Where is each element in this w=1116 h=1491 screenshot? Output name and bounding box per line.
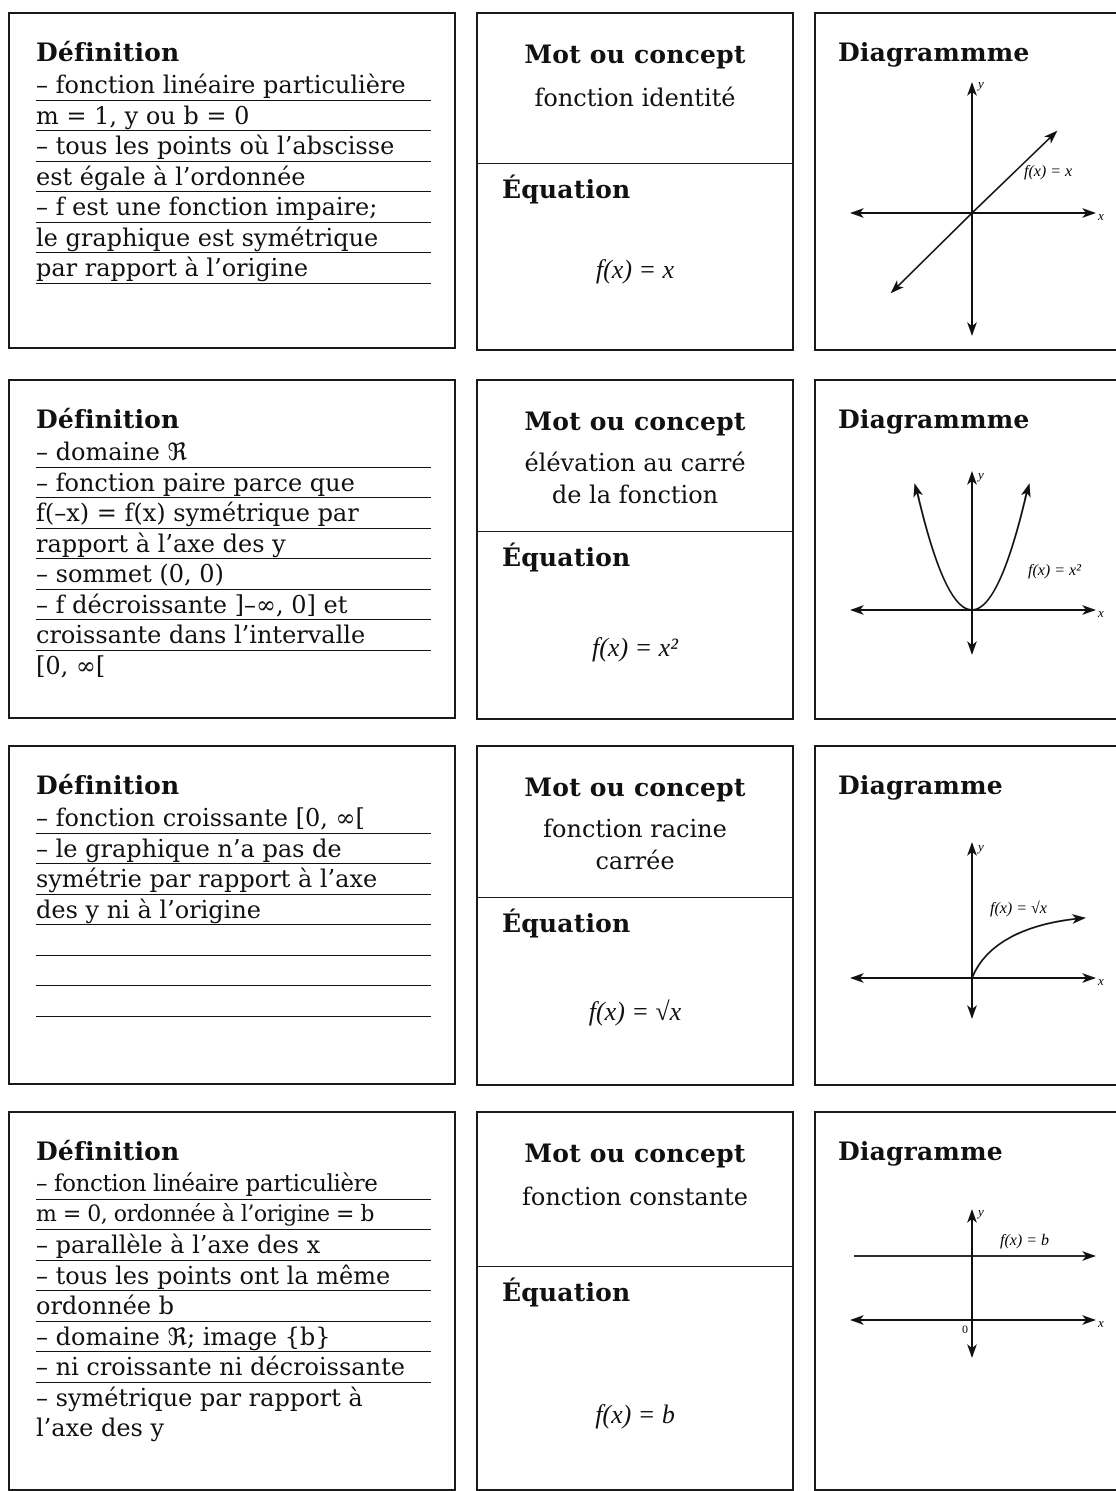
- concept-heading: Mot ou concept: [524, 773, 746, 802]
- diagram-card-4: Diagramme f(x) = b x y 0: [814, 1111, 1116, 1491]
- definition-line: le graphique est symétrique: [36, 223, 431, 253]
- definition-line: – tous les points ont la même: [36, 1261, 431, 1291]
- definition-card-1: Définition – fonction linéaire particuli…: [8, 12, 456, 349]
- definition-line: – le graphique n’a pas de: [36, 834, 431, 864]
- equation-text: f(x) = b: [595, 1400, 675, 1429]
- graph-function-label: f(x) = √x: [990, 900, 1047, 917]
- concept-section: Mot ou concept fonction constante: [478, 1113, 792, 1267]
- definition-line: des y ni à l’origine: [36, 895, 431, 925]
- concept-heading: Mot ou concept: [524, 407, 746, 436]
- y-axis-label: y: [976, 76, 984, 91]
- graph-curve: [890, 212, 973, 294]
- concept-card-3: Mot ou concept fonction racine carrée Éq…: [476, 745, 794, 1086]
- definition-line: – fonction linéaire particulière: [36, 1169, 431, 1200]
- definition-line: – symétrique par rapport à: [36, 1383, 363, 1412]
- y-axis-label: y: [976, 839, 984, 854]
- x-axis-label: x: [1097, 605, 1104, 620]
- equation-heading: Équation: [502, 1278, 631, 1307]
- definition-heading: Définition: [36, 38, 180, 67]
- concept-term: fonction identité: [534, 84, 736, 112]
- definition-line: m = 1, y ou b = 0: [36, 101, 431, 131]
- definition-line: – domaine ℜ; image {b}: [36, 1322, 431, 1352]
- curve-arrow-left: [913, 483, 924, 500]
- equation-section: Équation f(x) = x: [478, 163, 792, 349]
- diagram-heading: Diagrammme: [838, 405, 1030, 434]
- definition-line: – sommet (0, 0): [36, 559, 431, 590]
- definition-line: – f décroissante ]–∞, 0] et: [36, 590, 431, 620]
- definition-heading: Définition: [36, 1137, 180, 1166]
- diagram-card-1: Diagrammme f(x) = x x y: [814, 12, 1116, 351]
- diagram-heading: Diagramme: [838, 771, 1003, 800]
- equation-text: f(x) = x²: [592, 633, 678, 662]
- equation-section: Équation f(x) = √x: [478, 897, 792, 1084]
- definition-line: l’axe des y: [36, 1414, 165, 1442]
- definition-line: croissante dans l’intervalle: [36, 620, 431, 651]
- y-axis-label: y: [976, 467, 984, 482]
- diagram-heading: Diagrammme: [838, 38, 1030, 67]
- concept-term: élévation au carré de la fonction: [524, 449, 746, 509]
- curve-arrow-right: [1020, 483, 1031, 500]
- concept-section: Mot ou concept fonction identité: [478, 14, 792, 164]
- equation-heading: Équation: [502, 909, 631, 938]
- diagram-card-2: Diagrammme f(x) = x² x y: [814, 379, 1116, 720]
- graph-function-label: f(x) = x: [1024, 163, 1072, 180]
- equation-text: f(x) = x: [595, 255, 675, 284]
- equation-text: f(x) = √x: [588, 997, 682, 1026]
- x-axis-label: x: [1097, 208, 1104, 223]
- concept-card-2: Mot ou concept élévation au carré de la …: [476, 379, 794, 720]
- definition-heading: Définition: [36, 405, 180, 434]
- definition-card-4: Définition – fonction linéaire particuli…: [8, 1111, 456, 1491]
- graph-curve: [971, 914, 1086, 979]
- definition-line: ordonnée b: [36, 1291, 431, 1322]
- concept-section: Mot ou concept élévation au carré de la …: [478, 381, 792, 532]
- graph-function-label: f(x) = x²: [1028, 562, 1082, 579]
- concept-heading: Mot ou concept: [524, 40, 746, 69]
- identity-function-graph: f(x) = x x y: [850, 76, 1104, 336]
- concept-heading: Mot ou concept: [524, 1139, 746, 1168]
- x-axis-label: x: [1097, 973, 1104, 988]
- equation-section: Équation f(x) = x²: [478, 531, 792, 718]
- concept-card-1: Mot ou concept fonction identité Équatio…: [476, 12, 794, 351]
- definition-line: [36, 986, 431, 1017]
- square-function-graph: f(x) = x² x y: [850, 467, 1104, 655]
- concept-term: fonction racine carrée: [543, 815, 727, 875]
- concept-section: Mot ou concept fonction racine carrée: [478, 747, 792, 898]
- definition-line: – fonction paire parce que: [36, 468, 431, 498]
- equation-heading: Équation: [502, 543, 631, 572]
- constant-function-graph: f(x) = b x y 0: [850, 1204, 1104, 1358]
- definition-line: – tous les points où l’abscisse: [36, 131, 431, 162]
- definition-line: – f est une fonction impaire;: [36, 192, 431, 223]
- equation-heading: Équation: [502, 175, 631, 204]
- x-axis-label: x: [1097, 1315, 1104, 1330]
- graph-curve: [915, 486, 1029, 611]
- definition-line: f(–x) = f(x) symétrique par: [36, 498, 431, 529]
- diagram-heading: Diagramme: [838, 1137, 1003, 1166]
- diagram-card-3: Diagramme f(x) = √x x y: [814, 745, 1116, 1086]
- definition-line: – fonction linéaire particulière: [36, 70, 431, 101]
- definition-line: – domaine ℜ: [36, 437, 431, 468]
- graph-function-label: f(x) = b: [1000, 1232, 1049, 1249]
- definition-line: [36, 956, 431, 986]
- definition-line: par rapport à l’origine: [36, 253, 431, 284]
- definition-card-2: Définition – domaine ℜ – fonction paire …: [8, 379, 456, 719]
- definition-line: rapport à l’axe des y: [36, 529, 431, 559]
- definition-card-3: Définition – fonction croissante [0, ∞[ …: [8, 745, 456, 1085]
- definition-line: – parallèle à l’axe des x: [36, 1230, 431, 1261]
- definition-line: m = 0, ordonnée à l’origine = b: [36, 1200, 431, 1230]
- definition-line: [0, ∞[: [36, 651, 106, 680]
- definition-line: est égale à l’ordonnée: [36, 162, 431, 192]
- definition-line: symétrie par rapport à l’axe: [36, 864, 431, 895]
- definition-line: – fonction croissante [0, ∞[: [36, 803, 431, 834]
- square-root-function-graph: f(x) = √x x y: [850, 839, 1104, 1019]
- equation-section: Équation f(x) = b: [478, 1266, 792, 1489]
- definition-line: – ni croissante ni décroissante: [36, 1352, 431, 1383]
- concept-term: fonction constante: [521, 1183, 748, 1211]
- origin-label: 0: [962, 1322, 968, 1336]
- graph-curve: [971, 130, 1058, 214]
- definition-line: [36, 925, 431, 956]
- definition-heading: Définition: [36, 771, 180, 800]
- concept-card-4: Mot ou concept fonction constante Équati…: [476, 1111, 794, 1491]
- y-axis-label: y: [976, 1204, 984, 1219]
